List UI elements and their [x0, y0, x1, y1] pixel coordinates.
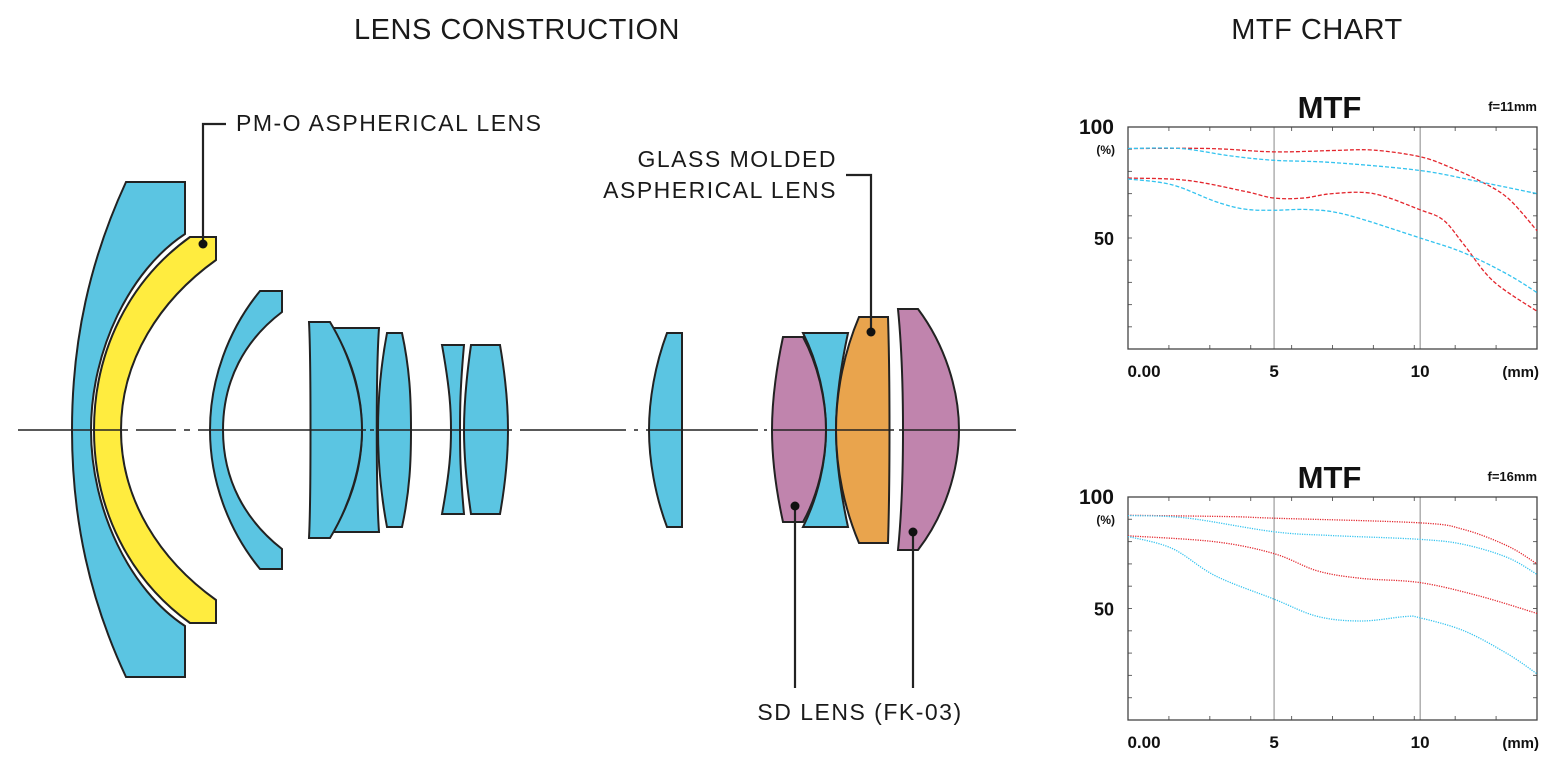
- lens-element-3: [208, 290, 283, 570]
- x-axis-unit: (mm): [1502, 735, 1539, 752]
- focal-length-label: f=11mm: [1488, 99, 1537, 114]
- mtf-chart-1: MTF f=11mm 0.00 5 10 (mm) 100 50 (%): [1079, 90, 1539, 381]
- y-tick-label: 100: [1079, 116, 1114, 139]
- focal-length-label: f=16mm: [1488, 469, 1538, 484]
- mtf-chart-title: MTF CHART: [1231, 14, 1403, 46]
- sd-callout-dot-1: [790, 501, 800, 511]
- plot-frame: [1127, 496, 1538, 721]
- plot-frame: [1127, 126, 1538, 350]
- mtf-series-red-low: [1127, 535, 1538, 615]
- pmo-callout-dot: [198, 239, 208, 249]
- y-axis-unit: (%): [1096, 513, 1115, 527]
- glass-molded-label-line1: GLASS MOLDED: [637, 146, 837, 172]
- mtf-series-cyan-low: [1127, 535, 1538, 675]
- mtf-series-cyan-high: [1127, 514, 1538, 575]
- mtf-series-cyan-low: [1127, 178, 1538, 294]
- mtf-series-cyan-high: [1127, 147, 1538, 195]
- x-tick-label: 5: [1269, 362, 1278, 381]
- lens-construction-title: LENS CONSTRUCTION: [354, 14, 680, 46]
- x-tick-label: 0.00: [1127, 733, 1160, 752]
- callout-leaders: [201, 122, 915, 688]
- chart-title: MTF: [1298, 90, 1362, 125]
- y-axis-unit: (%): [1096, 143, 1115, 157]
- mtf-chart-2: MTF f=16mm 0.00 5 10 (mm) 100 50 (%): [1079, 460, 1539, 752]
- x-tick-label: 10: [1411, 362, 1430, 381]
- mtf-series-red-high: [1127, 147, 1538, 232]
- y-tick-label: 50: [1094, 600, 1114, 620]
- pmo-aspherical-label: PM-O ASPHERICAL LENS: [236, 110, 543, 136]
- mtf-series-red-high: [1127, 514, 1538, 565]
- glass-callout-dot: [866, 327, 876, 337]
- x-tick-label: 0.00: [1127, 362, 1160, 381]
- x-axis-unit: (mm): [1502, 364, 1539, 381]
- mtf-series-red-low: [1127, 177, 1538, 312]
- sd-lens-label: SD LENS (FK-03): [757, 699, 963, 725]
- x-tick-label: 5: [1269, 733, 1278, 752]
- lens-diagram: [18, 122, 1016, 688]
- y-tick-label: 100: [1079, 486, 1114, 509]
- glass-molded-label-line2: ASPHERICAL LENS: [603, 177, 837, 203]
- sd-callout-dot-2: [908, 527, 918, 537]
- y-tick-label: 50: [1094, 229, 1114, 249]
- chart-title: MTF: [1298, 460, 1362, 495]
- lens-element-1: [70, 181, 186, 678]
- lens-element-pmo-aspherical: [92, 236, 217, 624]
- x-tick-label: 10: [1411, 733, 1430, 752]
